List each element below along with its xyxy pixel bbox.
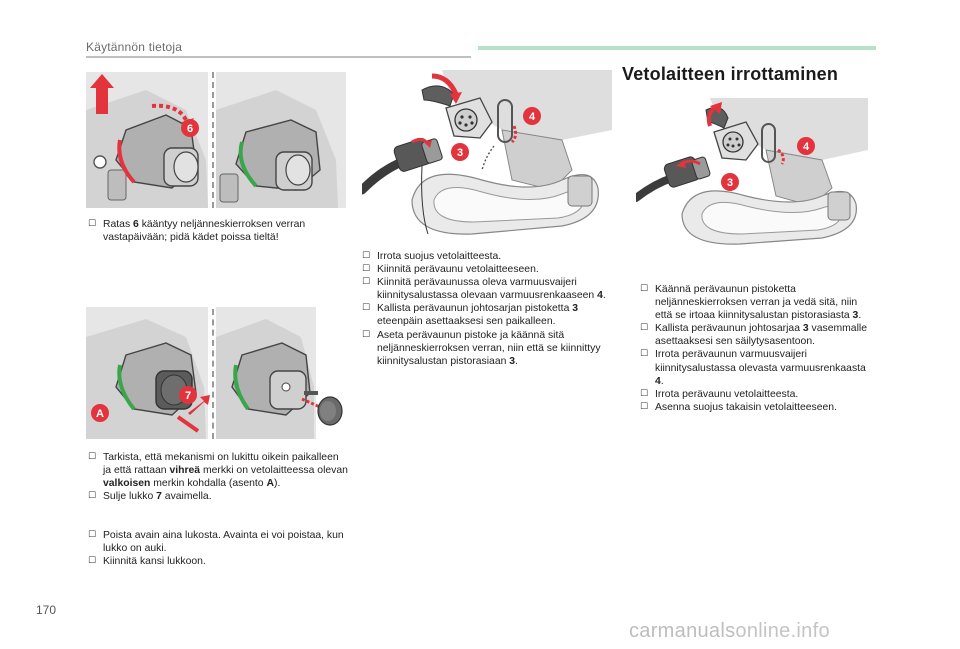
instruction-block-key: Poista avain aina lukosta. Avainta ei vo… xyxy=(88,529,348,568)
watermark[interactable]: carmanualsonline.info xyxy=(629,620,830,642)
figure-divider xyxy=(212,72,214,208)
callout-4: 4 xyxy=(529,111,536,123)
instruction-block-lock-turn: Ratas 6 kääntyy neljänneskierroksen verr… xyxy=(88,218,348,244)
instruction-item: Kallista perävaunun johtosarjan pistoket… xyxy=(362,302,618,328)
instruction-item: Poista avain aina lukosta. Avainta ei vo… xyxy=(88,529,348,555)
page-number: 170 xyxy=(36,603,57,617)
instruction-item: Kiinnitä perävaunu vetolaitteeseen. xyxy=(362,263,618,276)
instruction-item: Tarkista, että mekanismi on lukittu oike… xyxy=(88,451,348,490)
section-title: Vetolaitteen irrottaminen xyxy=(622,64,839,84)
instruction-item: Ratas 6 kääntyy neljänneskierroksen verr… xyxy=(88,218,348,244)
figure-divider xyxy=(212,309,214,439)
callout-a: A xyxy=(96,408,104,420)
instruction-item: Kiinnitä kansi lukkoon. xyxy=(88,555,348,568)
instruction-item: Kiinnitä perävaunussa oleva varmuusvaije… xyxy=(362,276,618,302)
instruction-item: Irrota suojus vetolaitteesta. xyxy=(362,250,618,263)
callout-7: 7 xyxy=(185,390,191,402)
callout-4: 4 xyxy=(803,141,810,153)
figure-socket-remove: 4 3 xyxy=(636,98,868,248)
instruction-item: Kallista perävaunun johtosarjaa 3 vasemm… xyxy=(640,322,876,348)
figure-lock-turn: 6 xyxy=(86,70,346,210)
header-accent-bar xyxy=(478,46,876,50)
figure-socket-connect: 4 3 xyxy=(362,70,612,240)
header-divider xyxy=(86,56,471,58)
section-header: Käytännön tietoja xyxy=(86,40,183,54)
instruction-item: Aseta perävaunun pistoke ja käännä sitä … xyxy=(362,329,618,368)
instruction-item: Sulje lukko 7 avaimella. xyxy=(88,490,348,503)
callout-6: 6 xyxy=(187,123,193,135)
instruction-block-remove: Käännä perävaunun pistoketta neljänneski… xyxy=(640,283,876,414)
instruction-item: Irrota perävaunu vetolaitteesta. xyxy=(640,388,876,401)
instruction-item: Irrota perävaunun varmuusvaijeri kiinnit… xyxy=(640,348,876,387)
figure-lock-check: 7 A xyxy=(86,307,346,439)
callout-3: 3 xyxy=(457,147,463,159)
callout-3: 3 xyxy=(727,177,733,189)
instruction-block-connect: Irrota suojus vetolaitteesta. Kiinnitä p… xyxy=(362,250,618,368)
instruction-item: Käännä perävaunun pistoketta neljänneski… xyxy=(640,283,876,322)
instruction-block-lock-check: Tarkista, että mekanismi on lukittu oike… xyxy=(88,451,348,503)
instruction-item: Asenna suojus takaisin vetolaitteeseen. xyxy=(640,401,876,414)
